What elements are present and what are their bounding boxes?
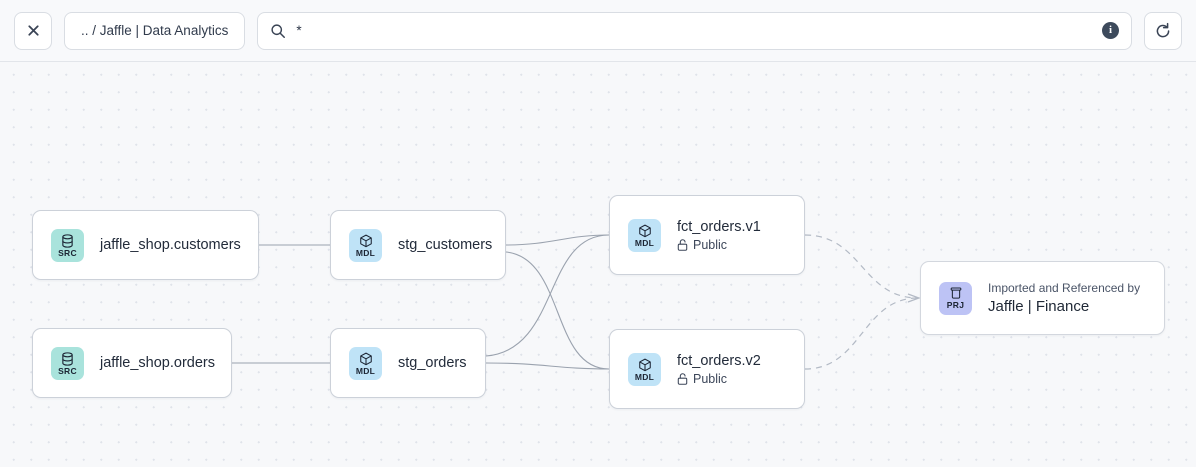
badge-mdl: MDL xyxy=(349,346,382,380)
badge-label: PRJ xyxy=(946,300,965,311)
node-caption: Imported and Referenced by xyxy=(988,281,1141,295)
badge-label: SRC xyxy=(58,247,77,258)
node-visibility-label: Public xyxy=(693,237,728,252)
badge-mdl: MDL xyxy=(628,218,661,252)
badge-src: SRC xyxy=(51,228,84,262)
edge-stgcustomers-fctv2 xyxy=(505,251,610,370)
edge-stgorders-fctv2 xyxy=(485,362,610,370)
unlock-icon xyxy=(677,372,688,385)
database-icon xyxy=(61,234,74,248)
badge-label: MDL xyxy=(634,237,655,248)
badge-label: SRC xyxy=(58,365,77,376)
toolbar: .. / Jaffle | Data Analytics i xyxy=(0,0,1196,62)
close-icon xyxy=(27,25,39,36)
node-jaffle-shop-customers[interactable]: SRC jaffle_shop.customers xyxy=(32,210,259,280)
close-button[interactable] xyxy=(14,11,52,50)
node-project-name: Jaffle | Finance xyxy=(988,298,1090,315)
node-jaffle-finance-project[interactable]: PRJ Imported and Referenced by Jaffle | … xyxy=(920,261,1165,335)
badge-src: SRC xyxy=(51,346,84,380)
node-text: fct_orders.v2 Public xyxy=(677,353,761,386)
database-icon xyxy=(61,352,74,366)
node-title: jaffle_shop.orders xyxy=(100,355,216,371)
edge-stgcustomers-fctv1 xyxy=(505,234,610,246)
badge-mdl: MDL xyxy=(349,228,382,262)
node-text: fct_orders.v1 Public xyxy=(677,219,761,252)
cube-icon xyxy=(359,352,373,366)
search-input[interactable] xyxy=(296,23,1092,38)
node-text: jaffle_shop.orders xyxy=(100,355,216,371)
node-stg-customers[interactable]: MDL stg_customers xyxy=(330,210,506,280)
search-bar[interactable]: i xyxy=(257,11,1132,50)
breadcrumb[interactable]: .. / Jaffle | Data Analytics xyxy=(64,11,246,50)
badge-label: MDL xyxy=(355,365,376,376)
unlock-icon xyxy=(677,238,688,251)
graph-canvas[interactable]: SRC jaffle_shop.customers SRC jaffle_sh xyxy=(0,62,1196,467)
cube-icon xyxy=(638,224,652,238)
node-fct-orders-v2[interactable]: MDL fct_orders.v2 Public xyxy=(609,329,805,409)
node-text: jaffle_shop.customers xyxy=(100,237,241,253)
project-icon xyxy=(949,287,963,300)
node-visibility-label: Public xyxy=(693,371,728,386)
node-text: stg_orders xyxy=(398,355,467,371)
refresh-icon xyxy=(1156,22,1170,37)
node-title: stg_orders xyxy=(398,355,467,371)
badge-label: MDL xyxy=(634,371,655,382)
node-title: jaffle_shop.customers xyxy=(100,237,241,253)
badge-label: MDL xyxy=(355,247,376,258)
node-title: fct_orders.v1 xyxy=(677,218,761,235)
node-visibility: Public xyxy=(677,372,761,386)
badge-mdl: MDL xyxy=(628,352,661,386)
badge-prj: PRJ xyxy=(939,281,972,315)
breadcrumb-label: .. / Jaffle | Data Analytics xyxy=(81,23,229,38)
node-stg-orders[interactable]: MDL stg_orders xyxy=(330,328,486,398)
node-fct-orders-v1[interactable]: MDL fct_orders.v1 Public xyxy=(609,195,805,275)
edge-fctv1-jafflefinance xyxy=(804,234,919,299)
node-text: stg_customers xyxy=(398,237,493,253)
cube-icon xyxy=(359,234,373,248)
node-text: Imported and Referenced by Jaffle | Fina… xyxy=(988,281,1140,315)
cube-icon xyxy=(638,358,652,372)
edge-arrow-head xyxy=(907,293,921,303)
node-title: fct_orders.v2 xyxy=(677,352,761,369)
search-icon xyxy=(271,23,286,38)
node-jaffle-shop-orders[interactable]: SRC jaffle_shop.orders xyxy=(32,328,232,398)
info-icon[interactable]: i xyxy=(1102,22,1119,39)
node-visibility: Public xyxy=(677,238,761,252)
refresh-button[interactable] xyxy=(1144,11,1182,50)
node-title: stg_customers xyxy=(398,237,493,253)
info-icon-label: i xyxy=(1108,24,1113,36)
edge-fctv2-jafflefinance xyxy=(804,297,919,370)
